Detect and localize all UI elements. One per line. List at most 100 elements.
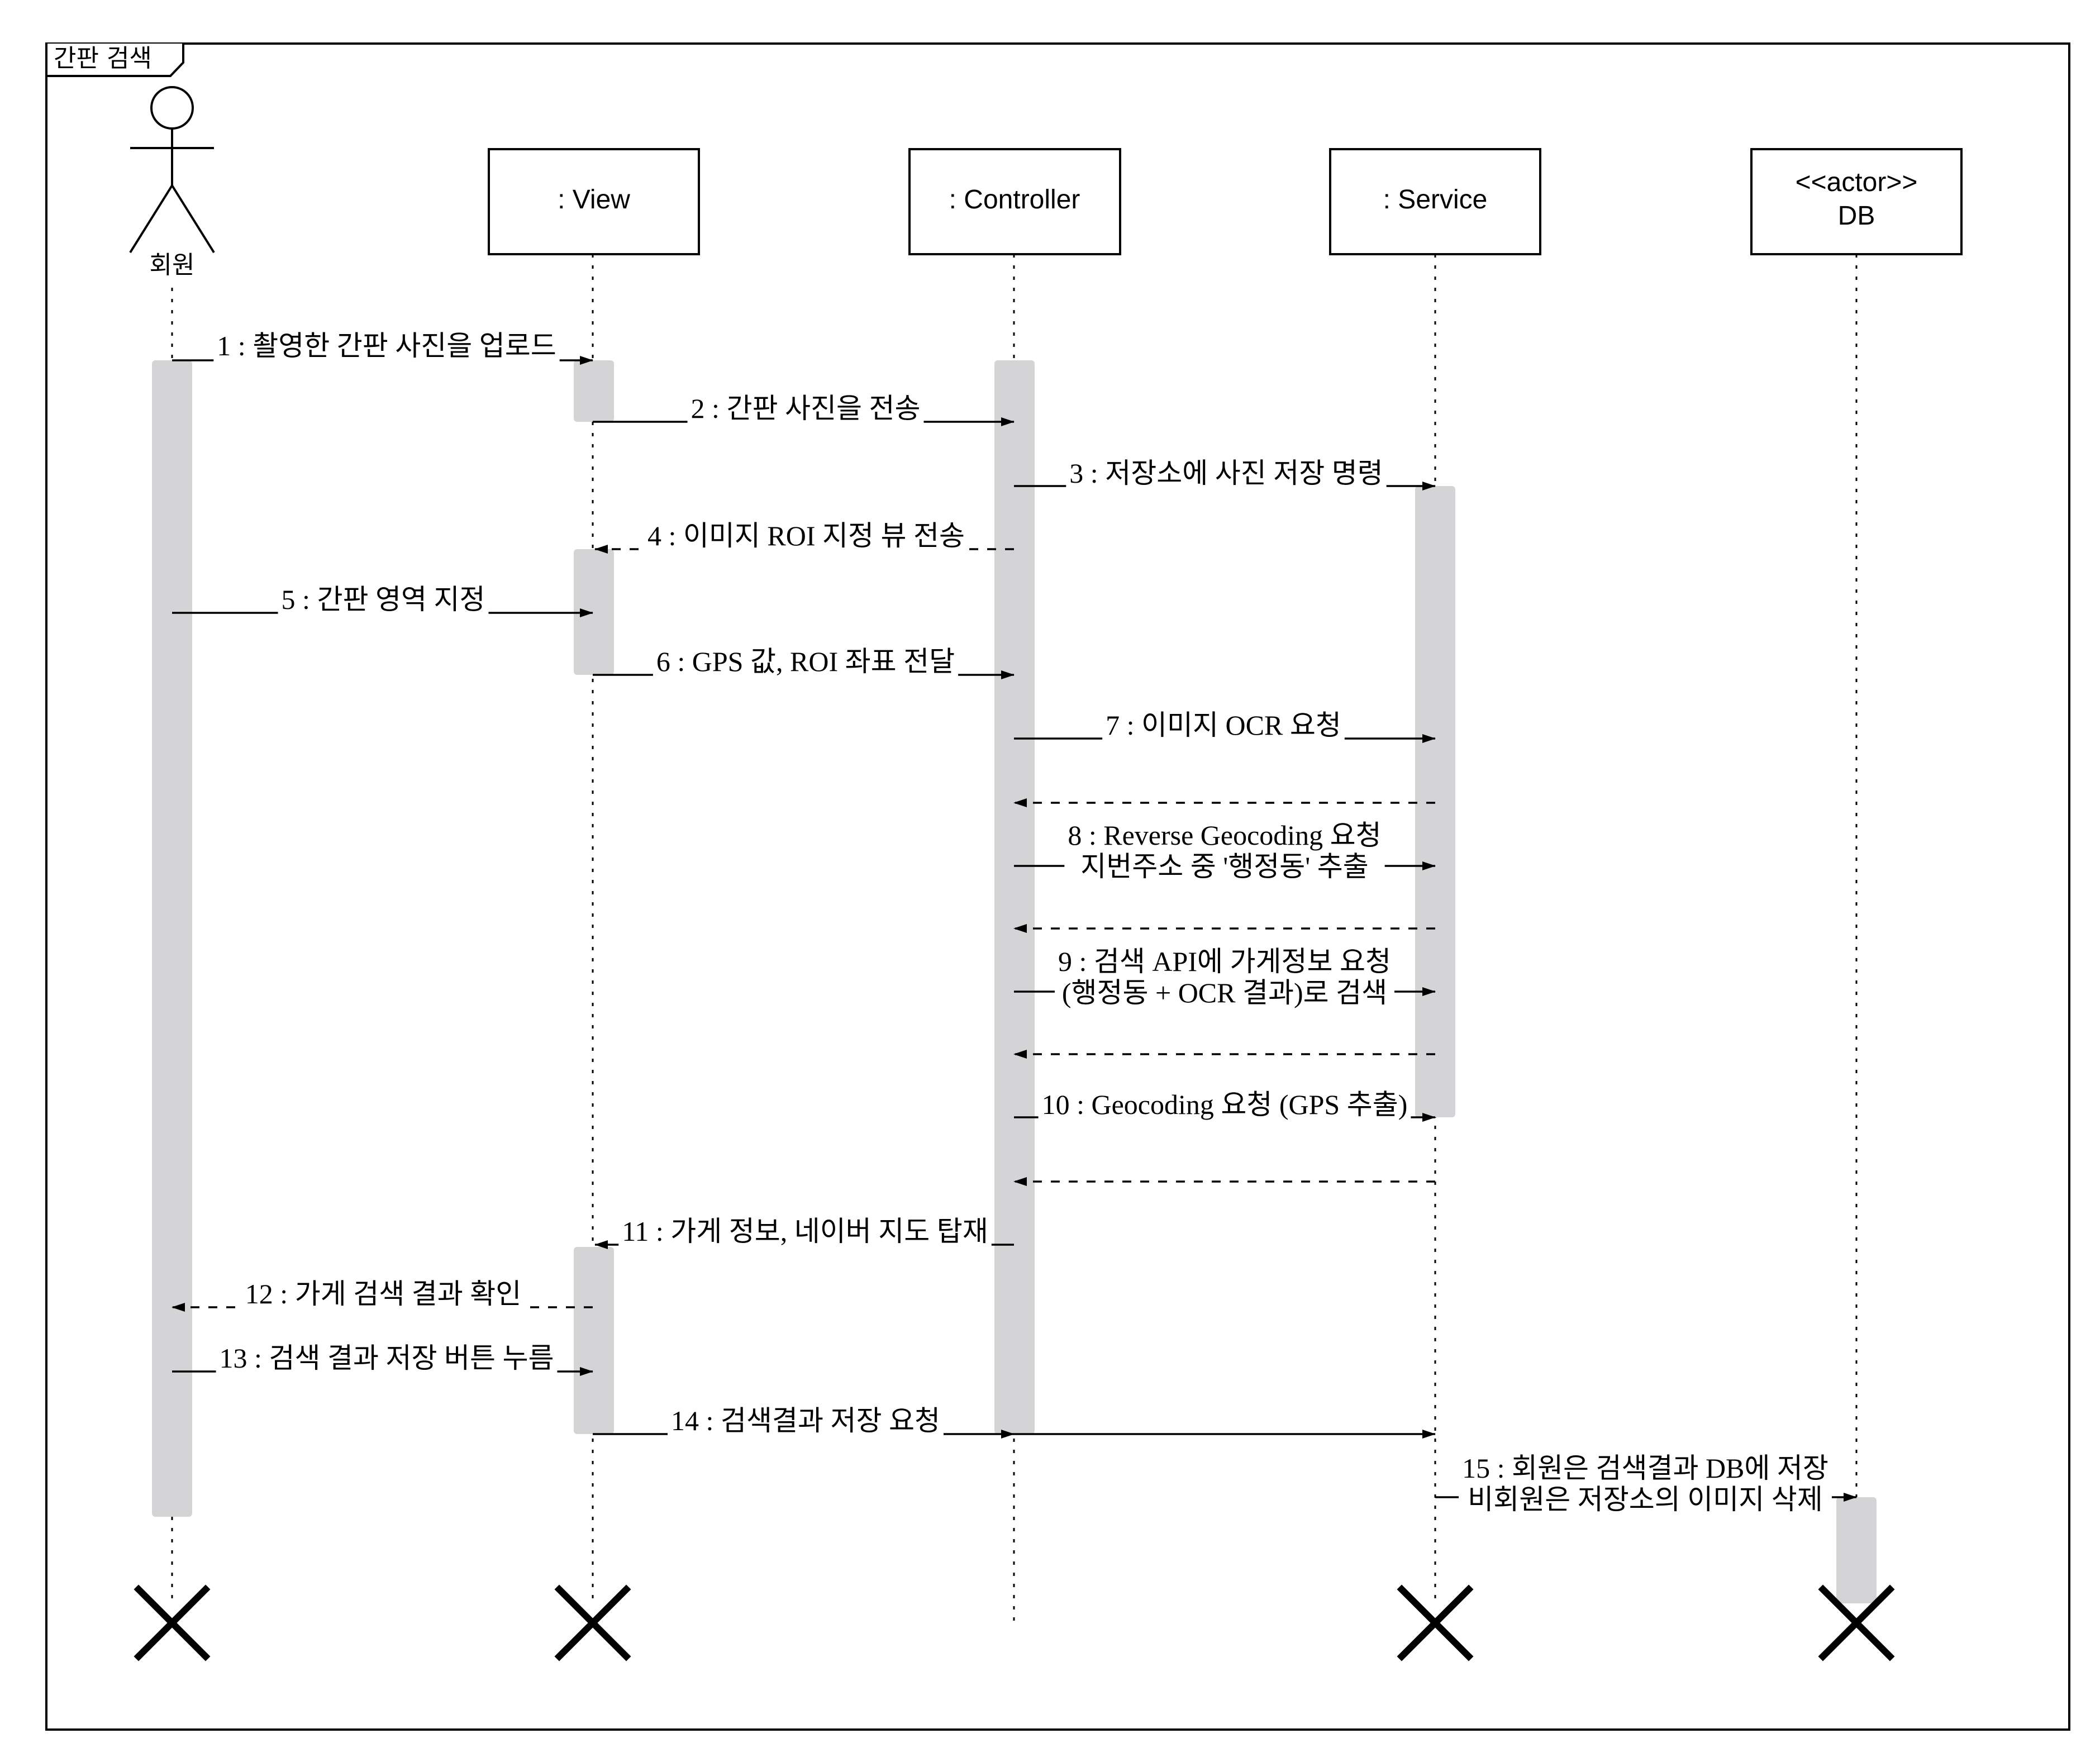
message-label-line: 9 : 검색 API에 가게정보 요청 (1058, 946, 1391, 977)
message-label-background (278, 583, 489, 616)
message-label-line: 15 : 회원은 검색결과 DB에 저장 (1462, 1453, 1828, 1484)
message-label-background (1055, 945, 1394, 1009)
participant-label-db: DB (1838, 201, 1875, 231)
message-label-background (668, 1404, 944, 1437)
destroy-marker-db (1818, 1584, 1895, 1661)
message-14: 14 : 검색결과 저장 요청 (593, 1404, 1015, 1439)
participant-controller: : Controller (908, 148, 1121, 255)
message-label: 7 : 이미지 OCR 요청 (1106, 709, 1341, 741)
frame-title: 간판 검색 (54, 44, 152, 73)
destroy-stroke (554, 1584, 631, 1661)
message-label-background (1064, 818, 1385, 883)
message-label-line: 비회원은 저장소의 이미지 삭제 (1468, 1484, 1823, 1515)
message-label-line: 11 : 가게 정보, 네이버 지도 탑재 (622, 1216, 988, 1247)
message-13: 13 : 검색 결과 저장 버튼 누름 (172, 1341, 593, 1376)
message-label-background (216, 1341, 558, 1375)
message-label-background (644, 519, 968, 553)
message-label-line: 5 : 간판 영역 지정 (282, 584, 485, 615)
participant-box-controller (908, 148, 1121, 255)
message-7: 7 : 이미지 OCR 요청 (1014, 708, 1436, 743)
diagram-frame (45, 42, 2070, 1731)
message-12: 12 : 가게 검색 결과 확인 (172, 1277, 593, 1312)
activation-view-1 (574, 360, 614, 422)
activation-db (1836, 1497, 1877, 1603)
message-10: 10 : Geocoding 요청 (GPS 추출) (1014, 1088, 1436, 1122)
message-label-line: 4 : 이미지 ROI 지정 뷰 전송 (647, 520, 965, 551)
message-label: 4 : 이미지 ROI 지정 뷰 전송 (647, 520, 965, 551)
message-label-line: 8 : Reverse Geocoding 요청 (1068, 820, 1381, 851)
message-label: 1 : 촬영한 간판 사진을 업로드 (217, 330, 556, 361)
participant-box-view (488, 148, 700, 255)
message-label: 11 : 가게 정보, 네이버 지도 탑재 (622, 1216, 988, 1247)
destroy-marker-service (1397, 1584, 1474, 1661)
message-label-background (687, 392, 924, 425)
activation-controller (994, 360, 1035, 1434)
message-label: 13 : 검색 결과 저장 버튼 누름 (220, 1342, 554, 1374)
message-label-line: 13 : 검색 결과 저장 버튼 누름 (220, 1342, 554, 1374)
activations (152, 360, 1877, 1603)
activation-member (152, 360, 192, 1517)
actor-label-member: 회원 (150, 251, 195, 279)
message-label-line: 10 : Geocoding 요청 (GPS 추출) (1042, 1089, 1408, 1120)
message-label-background (1102, 708, 1345, 742)
participant-view: : View (488, 148, 700, 255)
message-4: 4 : 이미지 ROI 지정 뷰 전송 (594, 519, 1014, 554)
message-6: 6 : GPS 값, ROI 좌표 전달 (593, 645, 1015, 679)
activation-view-3 (574, 1247, 614, 1434)
activation-view-2 (574, 549, 614, 675)
participant-stereotype-db: <<actor>> (1796, 168, 1918, 197)
message-label-background (241, 1277, 525, 1311)
message-label: 14 : 검색결과 저장 요청 (671, 1405, 940, 1436)
message-label-line: 12 : 가게 검색 결과 확인 (245, 1278, 521, 1309)
participant-label-controller: : Controller (949, 185, 1080, 215)
messages: 1 : 촬영한 간판 사진을 업로드 2 : 간판 사진을 전송 3 : 저장소에 … (172, 329, 1857, 1516)
message-label-line: 1 : 촬영한 간판 사진을 업로드 (217, 330, 556, 361)
activation-service (1415, 486, 1455, 1117)
actor-member: 회원 (129, 86, 215, 279)
message-label-line: 3 : 저장소에 사진 저장 명령 (1069, 458, 1383, 489)
message-5: 5 : 간판 영역 지정 (172, 583, 593, 617)
message-1: 1 : 촬영한 간판 사진을 업로드 (172, 329, 593, 365)
destroy-stroke (1397, 1584, 1474, 1661)
participant-label-service: : Service (1383, 185, 1488, 215)
participant-box-db (1750, 148, 1963, 255)
participant-db: <<actor>> DB (1750, 148, 1963, 255)
message-label-background (213, 329, 560, 363)
participant-box-service (1329, 148, 1541, 255)
participant-service: : Service (1329, 148, 1541, 255)
destroy-marker-member (134, 1584, 211, 1661)
message-9: 9 : 검색 API에 가게정보 요청(행정동 + OCR 결과)로 검색 (1014, 945, 1436, 1009)
message-label: 12 : 가게 검색 결과 확인 (245, 1278, 521, 1309)
message-11: 11 : 가게 정보, 네이버 지도 탑재 (594, 1215, 1014, 1249)
message-label-background (618, 1215, 992, 1248)
message-label-line: 2 : 간판 사진을 전송 (691, 393, 921, 424)
message-label-line: 14 : 검색결과 저장 요청 (671, 1405, 940, 1436)
message-label: 5 : 간판 영역 지정 (282, 584, 485, 615)
message-label: 3 : 저장소에 사진 저장 명령 (1069, 458, 1383, 489)
message-label: 2 : 간판 사진을 전송 (691, 393, 921, 424)
message-label-line: 6 : GPS 값, ROI 좌표 전달 (656, 646, 955, 677)
message-label-background (1459, 1451, 1832, 1516)
destroy-stroke (1818, 1584, 1895, 1661)
message-label-background (653, 645, 959, 678)
message-label: 10 : Geocoding 요청 (GPS 추출) (1042, 1089, 1408, 1120)
destruction-markers (134, 1584, 1895, 1661)
message-label-background (1066, 456, 1387, 490)
destroy-marker-view (554, 1584, 631, 1661)
message-label: 6 : GPS 값, ROI 좌표 전달 (656, 646, 955, 677)
participant-label-view: : View (558, 185, 630, 215)
message-label-line: 지번주소 중 '행정동' 추출 (1080, 851, 1369, 882)
message-3: 3 : 저장소에 사진 저장 명령 (1014, 456, 1436, 490)
message-2: 2 : 간판 사진을 전송 (593, 392, 1015, 426)
message-label-line: (행정동 + OCR 결과)로 검색 (1062, 977, 1387, 1008)
message-label-background (1038, 1088, 1411, 1121)
destroy-stroke (134, 1584, 211, 1661)
frame-title-tab (45, 44, 184, 77)
message-label: 9 : 검색 API에 가게정보 요청(행정동 + OCR 결과)로 검색 (1058, 946, 1391, 1008)
message-label-line: 7 : 이미지 OCR 요청 (1106, 709, 1341, 741)
